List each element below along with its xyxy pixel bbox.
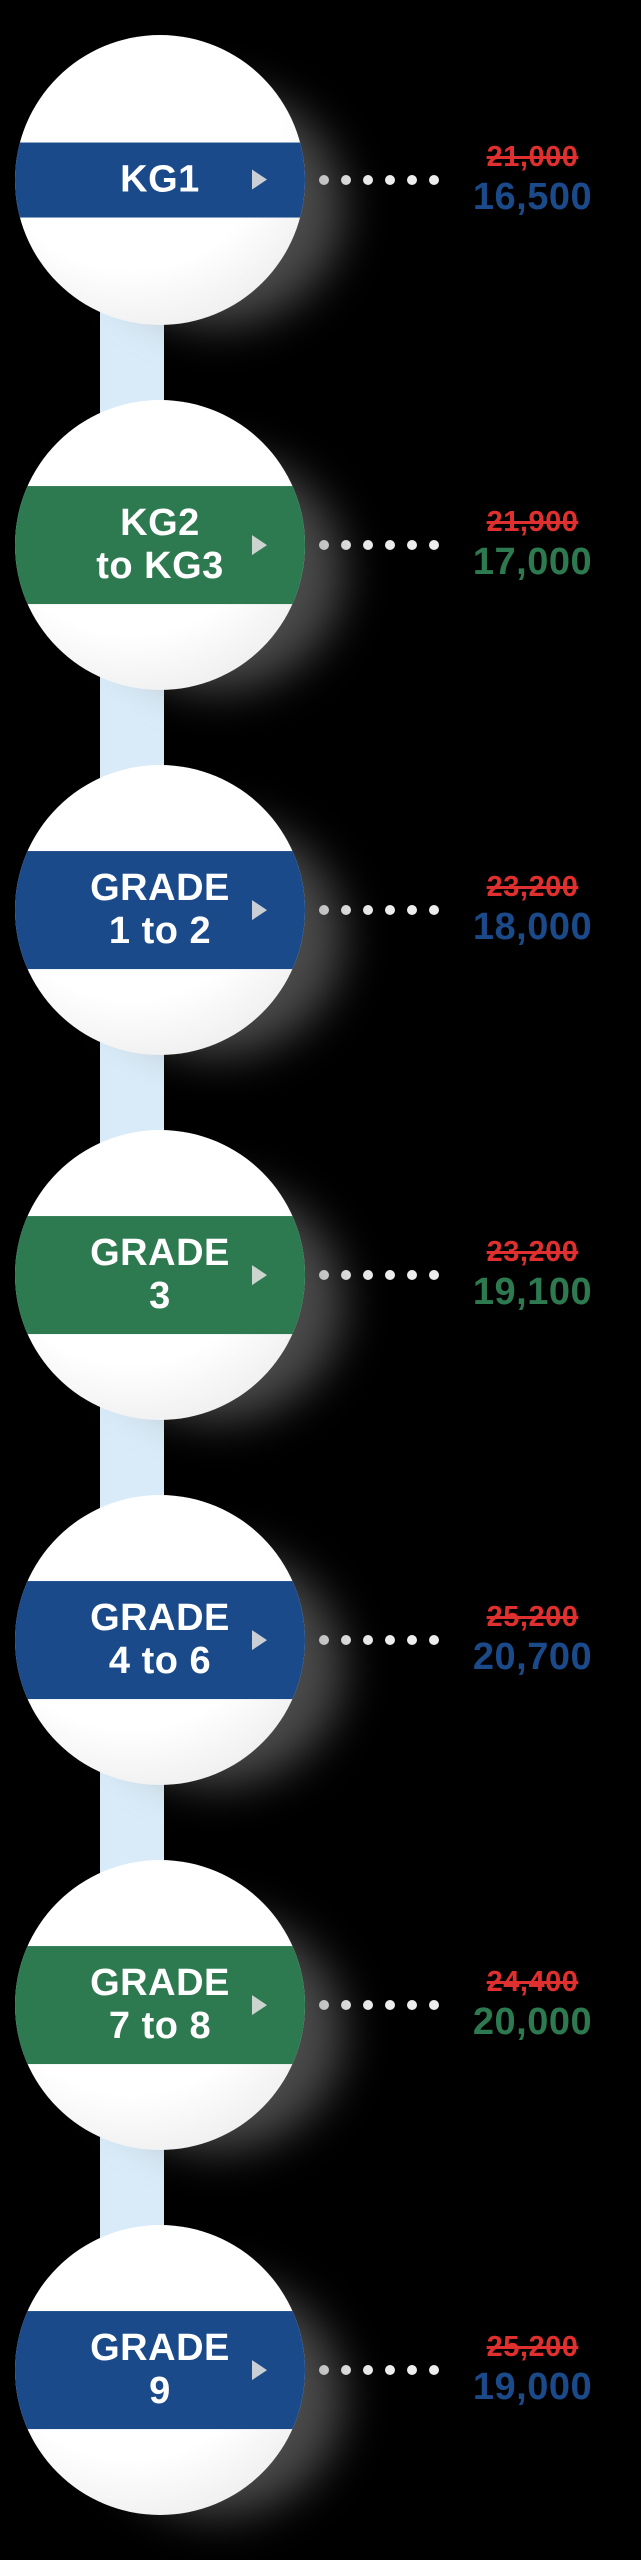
price-block: 21,900 17,000 — [455, 506, 610, 584]
grade-item: KG1 21,000 16,500 — [15, 35, 630, 325]
old-price: 25,200 — [486, 1601, 579, 1633]
price-block: 21,000 16,500 — [455, 141, 610, 219]
old-price: 21,900 — [486, 506, 579, 538]
price-block: 23,200 19,100 — [455, 1236, 610, 1314]
old-price: 24,400 — [486, 1966, 579, 1998]
arrow-right-icon — [252, 1630, 267, 1650]
new-price: 19,100 — [472, 1271, 593, 1313]
new-price: 16,500 — [472, 176, 593, 218]
arrow-right-icon — [252, 1995, 267, 2015]
old-price: 23,200 — [486, 871, 579, 903]
price-block: 25,200 19,000 — [455, 2331, 610, 2409]
arrow-right-icon — [252, 1265, 267, 1285]
old-price: 21,000 — [486, 141, 579, 173]
arrow-right-icon — [252, 2360, 267, 2380]
new-price: 18,000 — [472, 906, 593, 948]
old-price: 25,200 — [486, 2331, 579, 2363]
old-price: 23,200 — [486, 1236, 579, 1268]
new-price: 20,000 — [472, 2001, 593, 2043]
grade-banner: KG1 — [15, 142, 305, 218]
arrow-right-icon — [252, 900, 267, 920]
grade-circle-wrap: KG1 — [15, 35, 343, 325]
price-block: 25,200 20,700 — [455, 1601, 610, 1679]
grade-circle: KG1 — [15, 35, 305, 325]
arrow-right-icon — [252, 170, 267, 190]
arrow-right-icon — [252, 535, 267, 555]
new-price: 20,700 — [472, 1636, 593, 1678]
new-price: 17,000 — [472, 541, 593, 583]
new-price: 19,000 — [472, 2366, 593, 2408]
price-block: 24,400 20,000 — [455, 1966, 610, 2044]
grade-label: KG1 — [120, 158, 200, 201]
price-block: 23,200 18,000 — [455, 871, 610, 949]
